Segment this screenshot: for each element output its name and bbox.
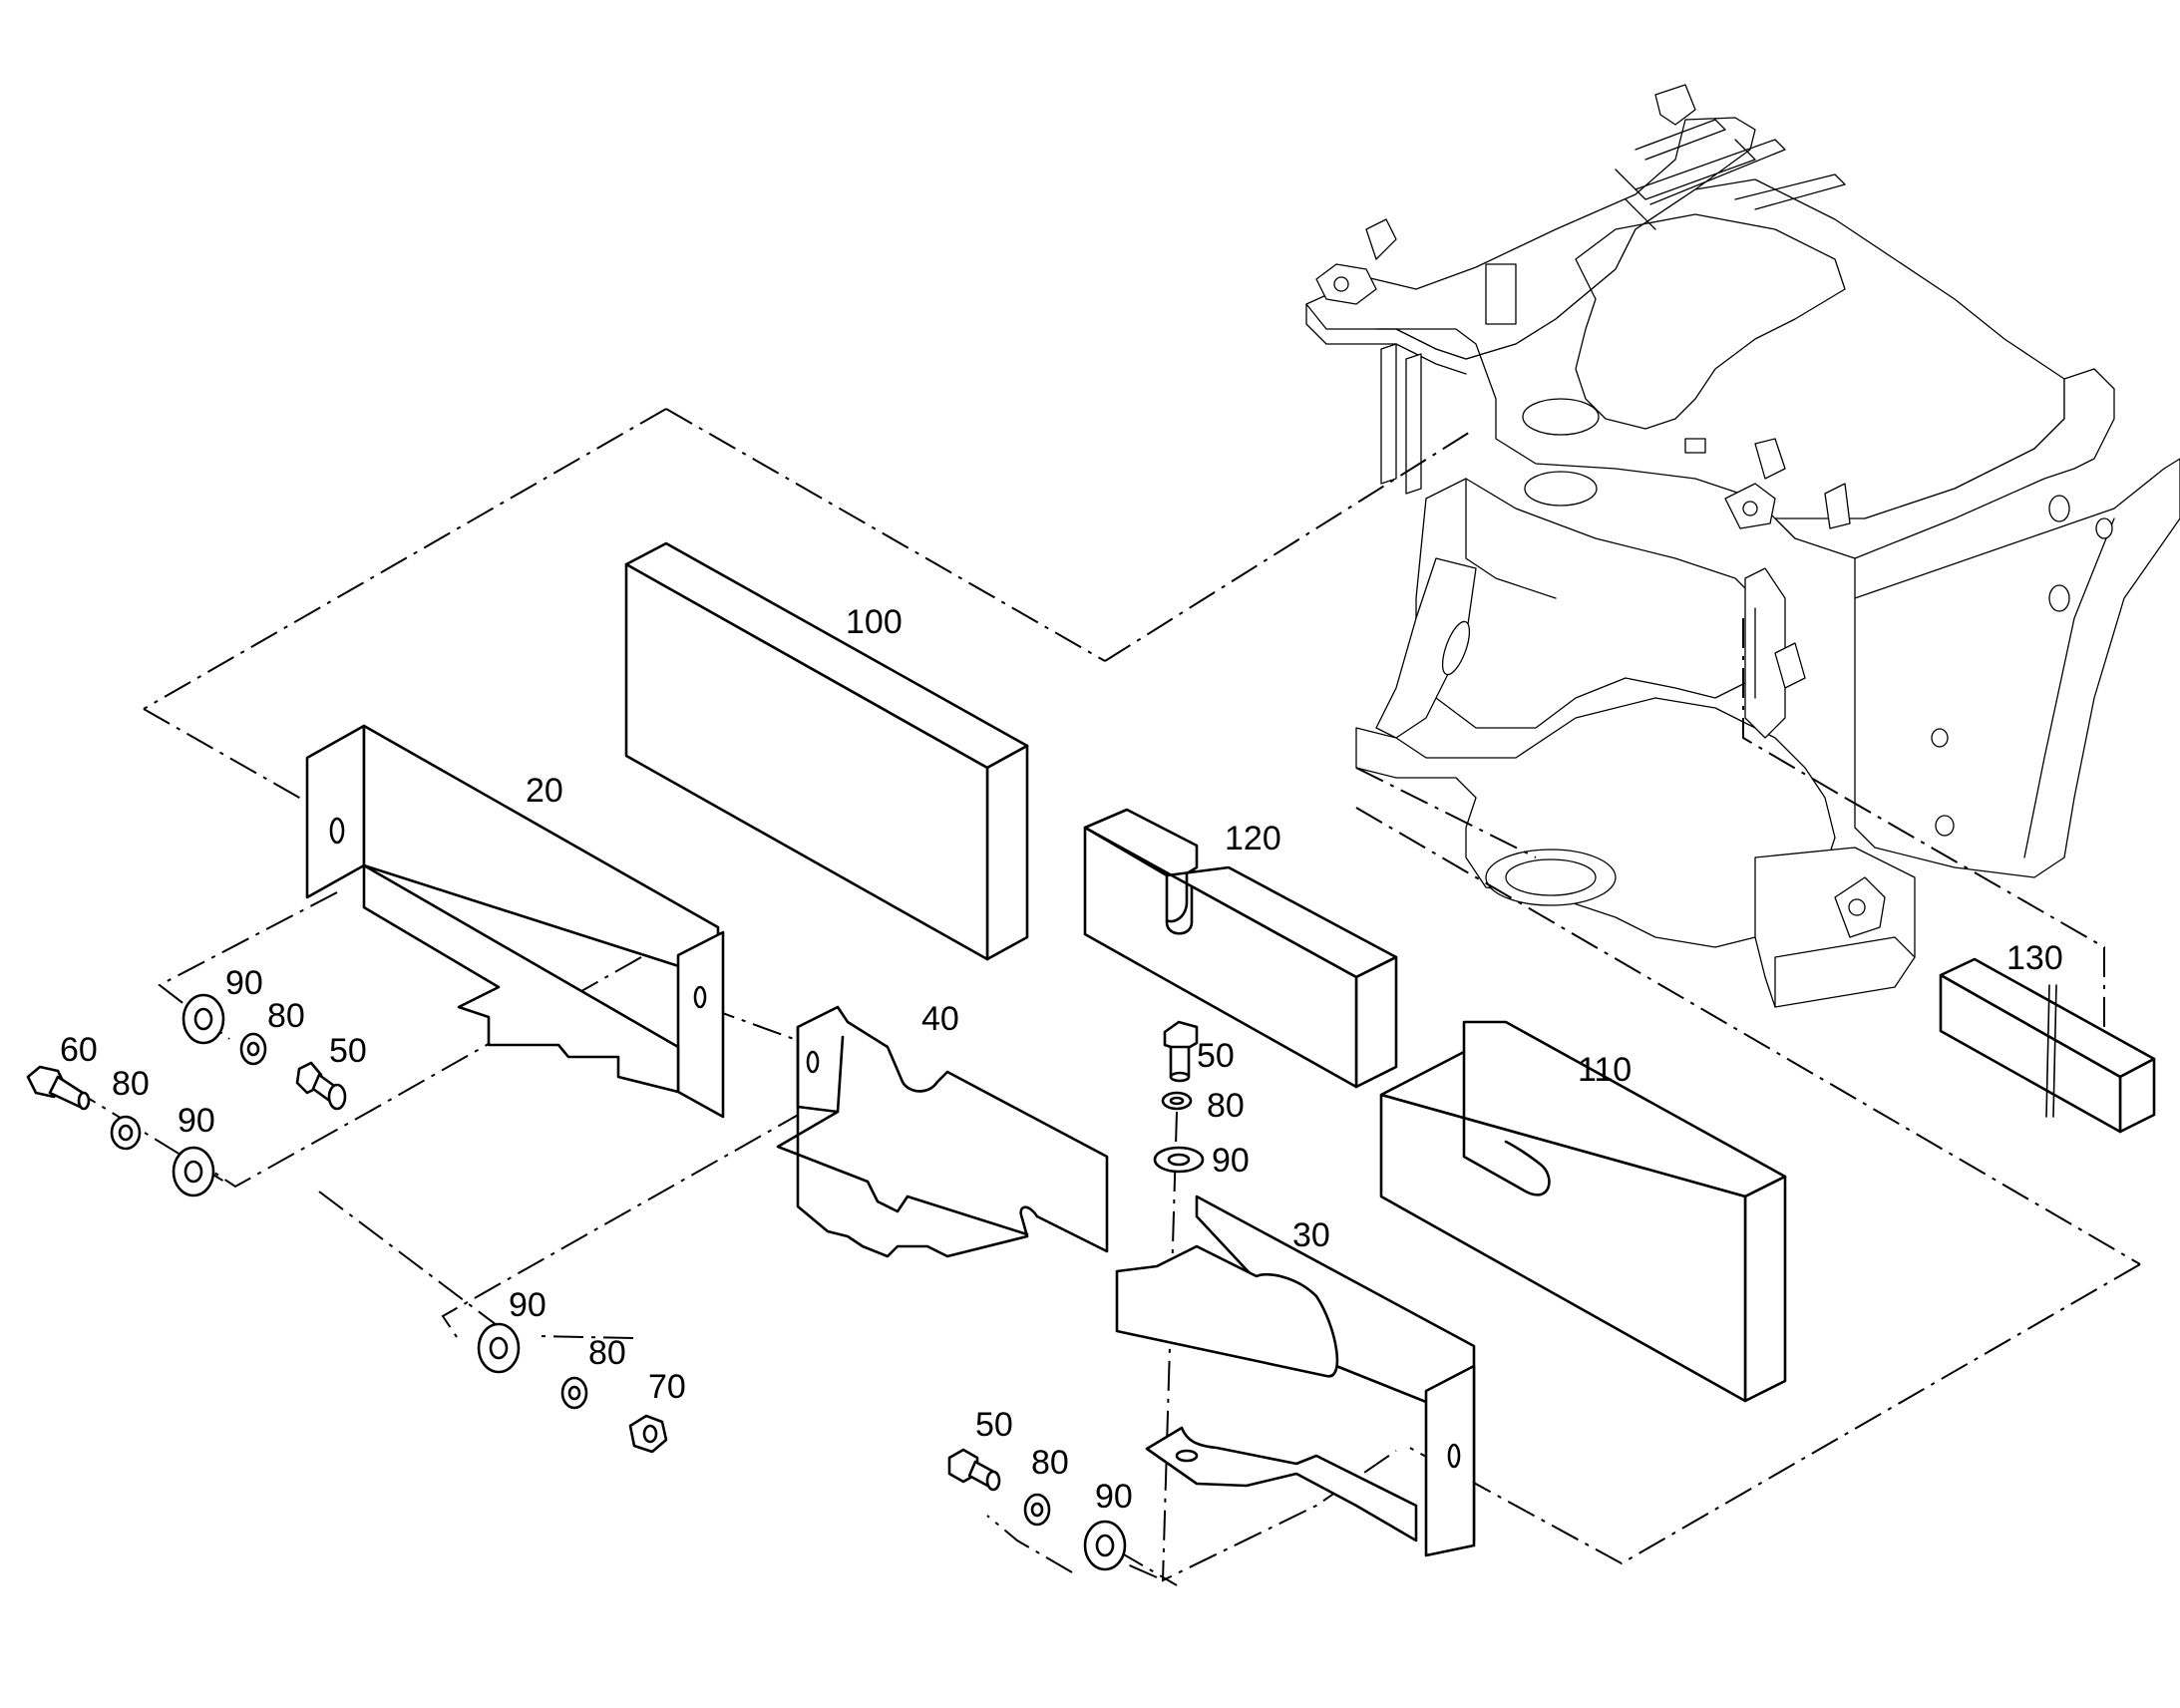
- part-100-block: [624, 541, 1029, 961]
- label-80-left: 80: [112, 1065, 150, 1103]
- label-80-upper: 80: [267, 997, 305, 1035]
- label-90-lower: 90: [509, 1286, 546, 1324]
- part-40-plate: [776, 1005, 1109, 1258]
- lock-washer-80-bottom: [1023, 1493, 1051, 1527]
- bolt-50-bottom: [947, 1448, 1001, 1492]
- label-90-upper: 90: [225, 964, 263, 1002]
- label-80-lower: 80: [588, 1334, 626, 1372]
- part-number-labels: 100 20 120 130 40 110 30 50 80 90 90 80 …: [60, 603, 2063, 1516]
- part-120-notched-block: [1083, 808, 1398, 1089]
- flat-washer-90-left: [172, 1146, 215, 1197]
- bolt-60: [26, 1065, 91, 1111]
- label-30: 30: [1292, 1216, 1330, 1254]
- frame-holes: [1931, 495, 2113, 837]
- lock-washer-80-upper: [239, 1032, 267, 1066]
- flat-washer-90-upper: [182, 993, 225, 1045]
- label-130: 130: [2006, 939, 2063, 977]
- label-120: 120: [1225, 820, 1281, 857]
- lock-washer-80-left: [110, 1115, 142, 1151]
- label-100: 100: [846, 603, 903, 641]
- label-60: 60: [60, 1031, 98, 1069]
- label-20: 20: [526, 772, 563, 810]
- label-90-left: 90: [178, 1102, 215, 1140]
- label-80-center: 80: [1207, 1087, 1245, 1125]
- part-20-bracket: [305, 724, 725, 1119]
- label-40: 40: [921, 1000, 959, 1038]
- bolt-50-center: [1163, 1020, 1199, 1083]
- flat-washer-90-center: [1153, 1146, 1205, 1174]
- label-90-center: 90: [1212, 1142, 1250, 1180]
- fasteners: [26, 993, 1205, 1571]
- label-50-center: 50: [1197, 1037, 1235, 1075]
- lock-washer-80-center: [1161, 1091, 1193, 1111]
- label-110: 110: [1578, 1051, 1632, 1089]
- part-30-bracket: [1115, 1195, 1476, 1557]
- lock-washer-80-lower: [560, 1376, 588, 1410]
- flat-washer-90-bottom: [1083, 1520, 1127, 1571]
- machine-frame: [1305, 84, 2180, 1008]
- label-50-upper: 50: [329, 1032, 367, 1070]
- part-130-bar: [1939, 957, 2156, 1134]
- label-50-bottom: 50: [975, 1406, 1013, 1444]
- bolt-50-upper: [295, 1061, 347, 1111]
- label-90-bottom: 90: [1095, 1478, 1133, 1516]
- label-70: 70: [648, 1368, 686, 1406]
- label-80-bottom: 80: [1031, 1444, 1069, 1482]
- part-110-slotted-block: [1379, 1020, 1787, 1403]
- nut-70: [628, 1414, 668, 1454]
- flat-washer-90-lower: [477, 1322, 521, 1374]
